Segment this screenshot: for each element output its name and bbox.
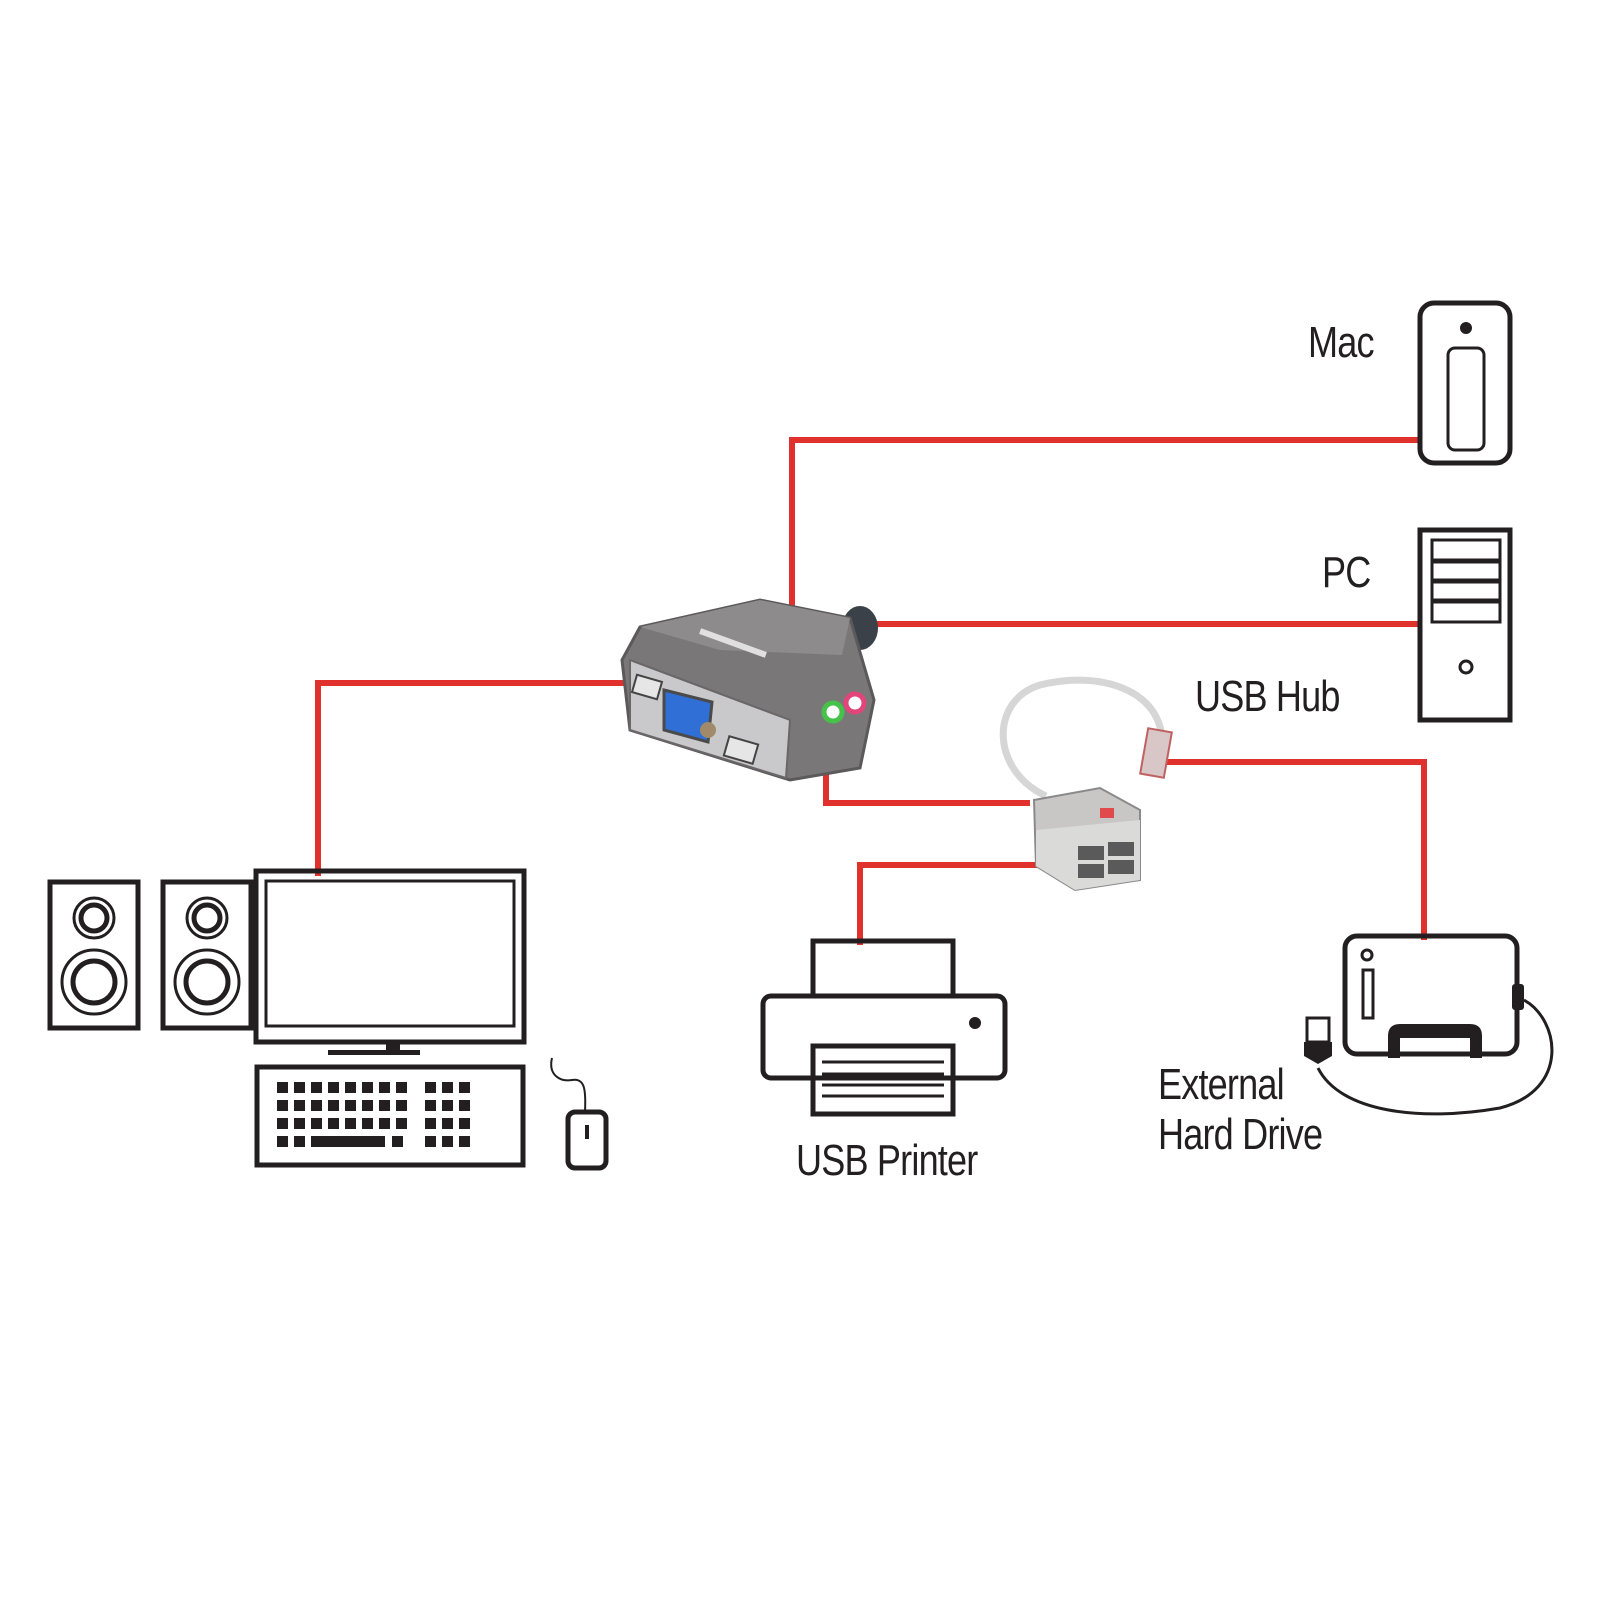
keyboard-key (277, 1136, 288, 1147)
keyboard-key (459, 1100, 470, 1111)
speaker-right-icon (160, 879, 254, 1031)
keyboard-key (379, 1118, 390, 1129)
keyboard-key (396, 1118, 407, 1129)
keyboard-key (362, 1100, 373, 1111)
wire-kvm-to-mac (789, 437, 1420, 612)
pc-label: PC (1322, 548, 1371, 597)
keyboard-key (328, 1082, 339, 1093)
wire-kvm-to-monitor (315, 680, 630, 876)
keyboard-key (277, 1100, 288, 1111)
keyboard-key (442, 1082, 453, 1093)
keyboard-key (459, 1136, 470, 1147)
mac-tower-icon (1417, 300, 1513, 466)
keyboard-key (277, 1082, 288, 1093)
keyboard-key (442, 1100, 453, 1111)
keyboard-key (311, 1118, 322, 1129)
keyboard-key (396, 1082, 407, 1093)
wire-hub-to-hdd (1160, 759, 1427, 940)
mac-label: Mac (1308, 318, 1375, 367)
keyboard-key (379, 1100, 390, 1111)
keyboard-key (379, 1082, 390, 1093)
printer-icon (760, 938, 1008, 1117)
keyboard-key (277, 1118, 288, 1129)
usb-hub-photo (999, 676, 1173, 892)
usb-hub-label: USB Hub (1195, 672, 1340, 721)
wire-hub-to-printer (857, 862, 1050, 945)
external-hdd-label-line1: External (1158, 1060, 1285, 1109)
speaker-left-icon (47, 879, 141, 1031)
keyboard-key (425, 1136, 436, 1147)
keyboard-key (425, 1082, 436, 1093)
keyboard-key (311, 1136, 385, 1147)
keyboard-key (328, 1100, 339, 1111)
keyboard-key (311, 1100, 322, 1111)
keyboard-key (328, 1118, 339, 1129)
kvm-switch-photo (620, 598, 878, 782)
keyboard-key (311, 1082, 322, 1093)
keyboard-key (425, 1118, 436, 1129)
keyboard-key (362, 1082, 373, 1093)
monitor-icon (253, 868, 527, 1055)
keyboard-key (442, 1136, 453, 1147)
keyboard-icon (254, 1064, 526, 1168)
keyboard-key (294, 1100, 305, 1111)
keyboard-key (392, 1136, 403, 1147)
mouse-icon (550, 1057, 609, 1171)
usb-printer-label: USB Printer (796, 1136, 978, 1185)
keyboard-key (459, 1082, 470, 1093)
keyboard-key (345, 1118, 356, 1129)
keyboard-key (459, 1118, 470, 1129)
keyboard-key (345, 1100, 356, 1111)
keyboard-key (294, 1136, 305, 1147)
keyboard-key (294, 1082, 305, 1093)
pc-tower-icon (1417, 527, 1513, 723)
external-hard-drive-icon (1304, 933, 1554, 1116)
keyboard-key (345, 1082, 356, 1093)
keyboard-key (425, 1100, 436, 1111)
keyboard-key (362, 1118, 373, 1129)
keyboard-key (396, 1100, 407, 1111)
keyboard-key (294, 1118, 305, 1129)
external-hdd-label-line2: Hard Drive (1158, 1110, 1323, 1159)
keyboard-key (442, 1118, 453, 1129)
